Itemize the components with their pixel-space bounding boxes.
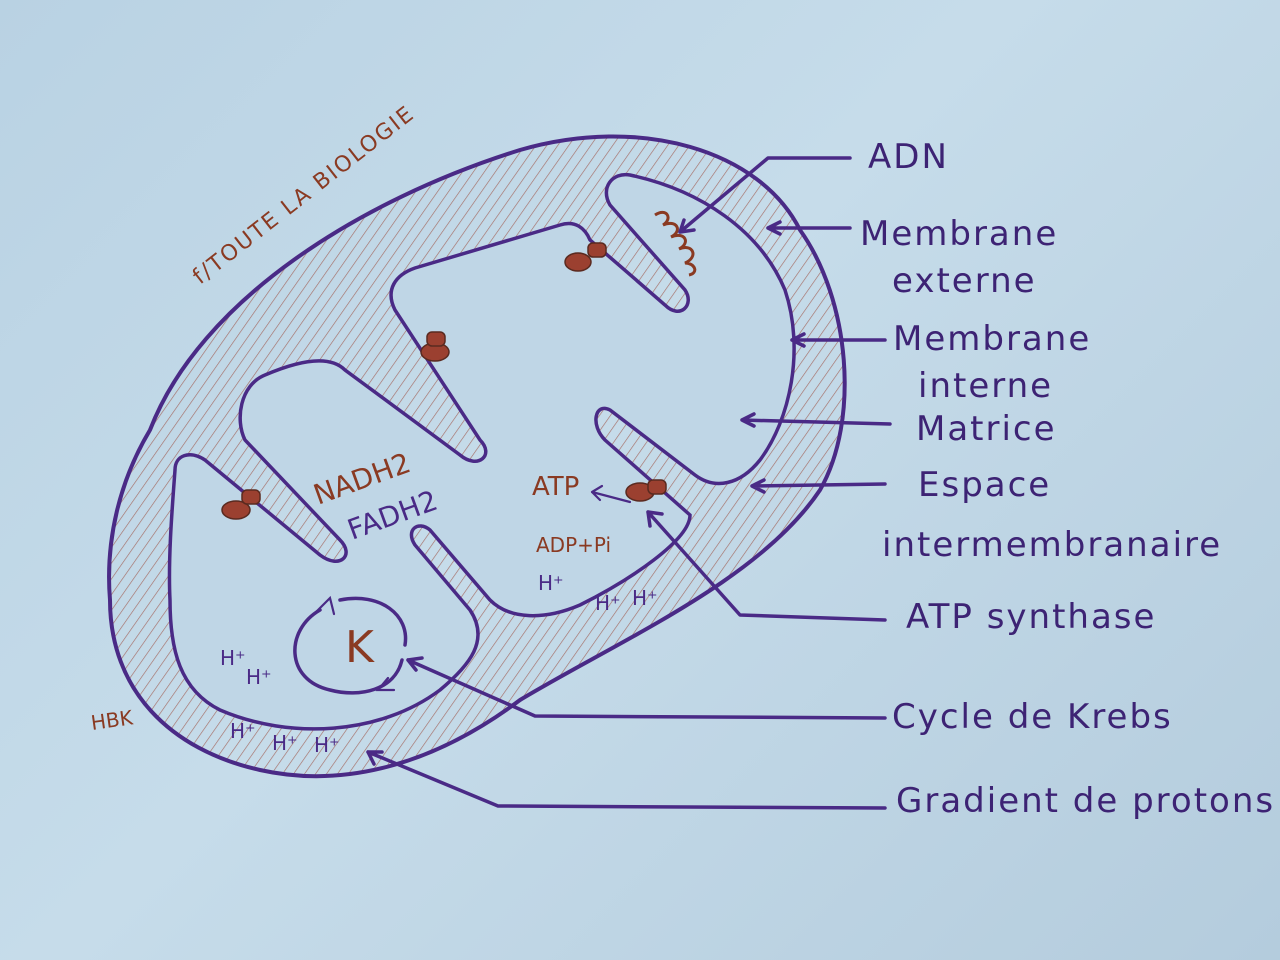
adp-label: ADP+Pi xyxy=(536,533,611,557)
h-plus-4: H⁺ xyxy=(220,646,246,670)
h-plus-3: H⁺ xyxy=(632,586,658,610)
h-plus-1: H⁺ xyxy=(538,571,564,595)
label-espace-2: intermembranaire xyxy=(882,525,1222,565)
label-membrane-externe-1: Membrane xyxy=(860,214,1058,254)
h-plus-5: H⁺ xyxy=(246,665,272,689)
krebs-cycle: K xyxy=(293,595,408,695)
atp-synthase-icon xyxy=(221,242,667,520)
label-gradient: Gradient de protons xyxy=(896,781,1275,821)
label-cycle-krebs: Cycle de Krebs xyxy=(892,697,1173,737)
atp-label: ATP xyxy=(532,472,579,502)
label-atp-synthase: ATP synthase xyxy=(906,597,1156,637)
label-membrane-externe-2: externe xyxy=(892,261,1037,301)
h-plus-6: H⁺ xyxy=(230,719,256,743)
atp-arrow xyxy=(590,484,632,504)
h-plus-2: H⁺ xyxy=(595,591,621,615)
label-membrane-interne-1: Membrane xyxy=(893,319,1091,359)
signature: HBK xyxy=(89,705,135,735)
h-plus-7: H⁺ xyxy=(272,731,298,755)
dna-coil-icon xyxy=(654,210,697,277)
inner-membrane xyxy=(167,172,796,731)
label-espace-1: Espace xyxy=(918,465,1051,505)
label-adn: ADN xyxy=(868,137,949,177)
krebs-k-label: K xyxy=(345,622,375,673)
label-matrice: Matrice xyxy=(916,409,1057,449)
h-plus-8: H⁺ xyxy=(314,733,340,757)
proton-labels: H⁺ H⁺ H⁺ H⁺ H⁺ H⁺ H⁺ H⁺ xyxy=(220,571,658,757)
label-membrane-interne-2: interne xyxy=(918,366,1053,406)
pointer-lines xyxy=(366,156,892,810)
